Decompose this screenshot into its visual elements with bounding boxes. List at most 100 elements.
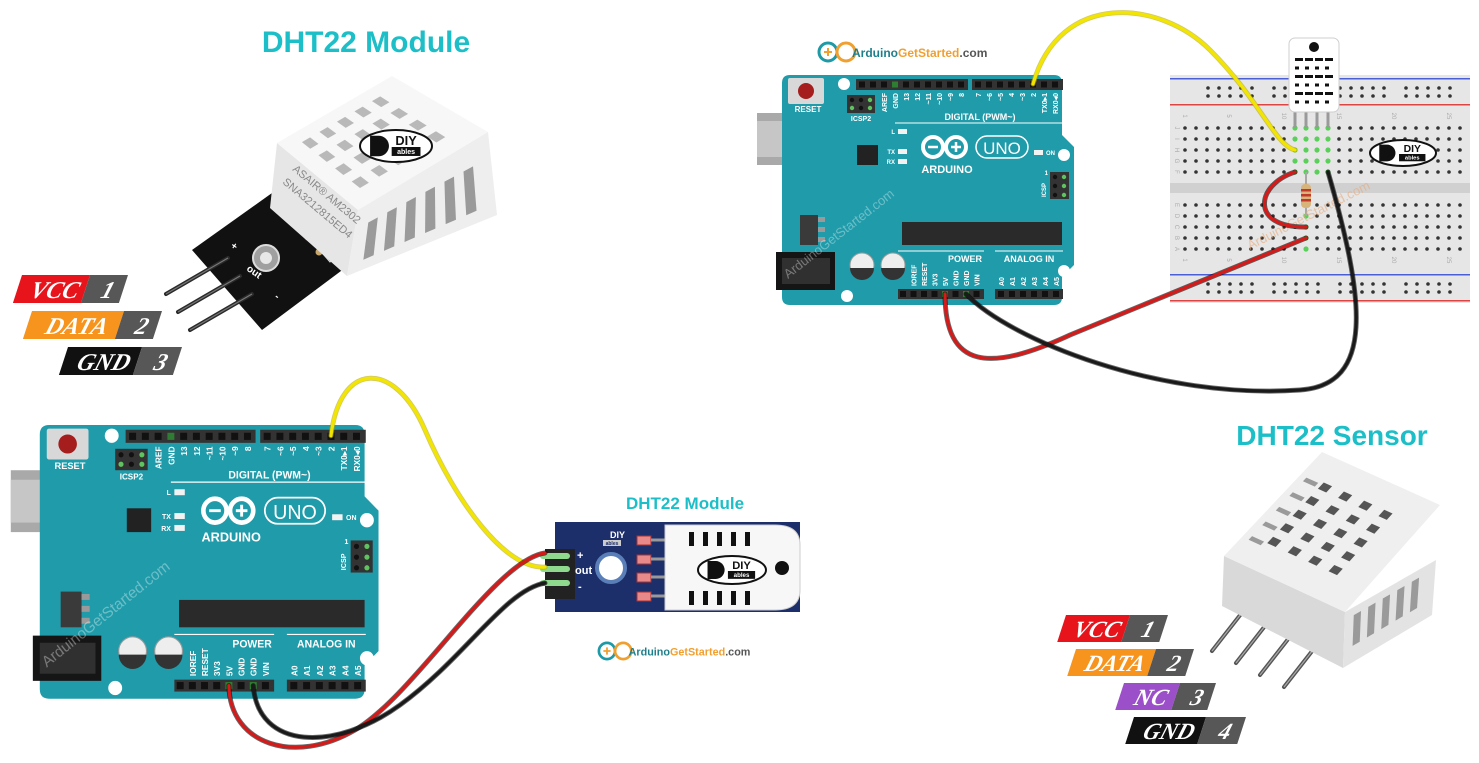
breadboard-hole[interactable] xyxy=(1370,126,1374,130)
breadboard-hole[interactable] xyxy=(1359,148,1363,152)
breadboard-hole[interactable] xyxy=(1183,126,1187,130)
rail-hole[interactable] xyxy=(1217,290,1221,294)
rail-hole[interactable] xyxy=(1217,282,1221,286)
breadboard-hole[interactable] xyxy=(1436,203,1440,207)
breadboard-hole[interactable] xyxy=(1414,236,1418,240)
breadboard-hole[interactable] xyxy=(1249,137,1253,141)
breadboard-hole[interactable] xyxy=(1315,247,1319,251)
breadboard-hole[interactable] xyxy=(1392,236,1396,240)
breadboard-hole[interactable] xyxy=(1403,170,1407,174)
breadboard-hole[interactable] xyxy=(1238,214,1242,218)
breadboard-hole[interactable] xyxy=(1303,246,1309,252)
breadboard-hole[interactable] xyxy=(1314,147,1320,153)
header-pin[interactable] xyxy=(176,682,184,690)
breadboard-hole[interactable] xyxy=(1260,126,1264,130)
breadboard-hole[interactable] xyxy=(1381,126,1385,130)
breadboard-hole[interactable] xyxy=(1216,159,1220,163)
breadboard-hole[interactable] xyxy=(1238,203,1242,207)
breadboard-hole[interactable] xyxy=(1227,247,1231,251)
breadboard-hole[interactable] xyxy=(1249,225,1253,229)
rail-hole[interactable] xyxy=(1217,86,1221,90)
breadboard-hole[interactable] xyxy=(1260,214,1264,218)
rail-hole[interactable] xyxy=(1426,290,1430,294)
breadboard-hole[interactable] xyxy=(1216,170,1220,174)
rail-hole[interactable] xyxy=(1415,282,1419,286)
breadboard-hole[interactable] xyxy=(1194,137,1198,141)
header-pin[interactable] xyxy=(315,682,323,690)
breadboard-hole[interactable] xyxy=(1249,236,1253,240)
breadboard-hole[interactable] xyxy=(1436,236,1440,240)
rail-hole[interactable] xyxy=(1437,86,1441,90)
rail-hole[interactable] xyxy=(1437,290,1441,294)
breadboard-hole[interactable] xyxy=(1326,247,1330,251)
breadboard-hole[interactable] xyxy=(1414,126,1418,130)
breadboard-hole[interactable] xyxy=(1447,236,1451,240)
breadboard-hole[interactable] xyxy=(1260,159,1264,163)
breadboard-hole[interactable] xyxy=(1370,203,1374,207)
breadboard-hole[interactable] xyxy=(1359,126,1363,130)
header-pin[interactable] xyxy=(1031,291,1037,297)
breadboard-hole[interactable] xyxy=(1348,159,1352,163)
rail-hole[interactable] xyxy=(1206,290,1210,294)
rail-hole[interactable] xyxy=(1239,290,1243,294)
breadboard-hole[interactable] xyxy=(1337,137,1341,141)
breadboard-hole[interactable] xyxy=(1194,126,1198,130)
header-pin[interactable] xyxy=(1009,291,1015,297)
breadboard-hole[interactable] xyxy=(1370,236,1374,240)
breadboard-hole[interactable] xyxy=(1370,159,1374,163)
breadboard-hole[interactable] xyxy=(1436,159,1440,163)
breadboard-hole[interactable] xyxy=(1271,203,1275,207)
breadboard-hole[interactable] xyxy=(1425,126,1429,130)
rail-hole[interactable] xyxy=(1250,86,1254,90)
rail-hole[interactable] xyxy=(1349,94,1353,98)
header-pin[interactable] xyxy=(986,81,992,88)
breadboard-hole[interactable] xyxy=(1436,148,1440,152)
rail-hole[interactable] xyxy=(1404,290,1408,294)
rail-hole[interactable] xyxy=(1360,282,1364,286)
breadboard-hole[interactable] xyxy=(1392,126,1396,130)
rail-hole[interactable] xyxy=(1316,290,1320,294)
breadboard-hole[interactable] xyxy=(1194,148,1198,152)
breadboard-hole[interactable] xyxy=(1436,214,1440,218)
header-pin[interactable] xyxy=(301,432,309,440)
breadboard-hole[interactable] xyxy=(1359,170,1363,174)
breadboard-hole[interactable] xyxy=(1315,214,1319,218)
rail-hole[interactable] xyxy=(1316,282,1320,286)
breadboard-hole[interactable] xyxy=(1282,203,1286,207)
breadboard-hole[interactable] xyxy=(1325,147,1331,153)
breadboard-hole[interactable] xyxy=(1216,214,1220,218)
breadboard-hole[interactable] xyxy=(1205,225,1209,229)
header-pin[interactable] xyxy=(910,291,917,297)
breadboard-hole[interactable] xyxy=(1414,170,1418,174)
vcc-wire-top[interactable] xyxy=(943,236,1308,361)
header-pin[interactable] xyxy=(354,682,362,690)
rail-hole[interactable] xyxy=(1404,282,1408,286)
breadboard-hole[interactable] xyxy=(1238,148,1242,152)
rail-hole[interactable] xyxy=(1283,94,1287,98)
breadboard-hole[interactable] xyxy=(1282,170,1286,174)
rail-hole[interactable] xyxy=(1228,282,1232,286)
rail-hole[interactable] xyxy=(1415,86,1419,90)
rail-hole[interactable] xyxy=(1360,94,1364,98)
header-pin[interactable] xyxy=(328,682,336,690)
breadboard-hole[interactable] xyxy=(1183,170,1187,174)
breadboard-hole[interactable] xyxy=(1227,225,1231,229)
breadboard-hole[interactable] xyxy=(1314,136,1320,142)
breadboard-hole[interactable] xyxy=(1292,136,1298,142)
breadboard-hole[interactable] xyxy=(1447,126,1451,130)
breadboard-hole[interactable] xyxy=(1216,148,1220,152)
breadboard-hole[interactable] xyxy=(1425,137,1429,141)
header-pin[interactable] xyxy=(290,682,298,690)
breadboard-hole[interactable] xyxy=(1381,137,1385,141)
breadboard-hole[interactable] xyxy=(1403,203,1407,207)
header-pin[interactable] xyxy=(998,291,1004,297)
gnd-wire-top[interactable] xyxy=(964,170,1358,393)
breadboard-hole[interactable] xyxy=(1303,136,1309,142)
header-pin[interactable] xyxy=(289,432,297,440)
breadboard-hole[interactable] xyxy=(1227,148,1231,152)
breadboard-hole[interactable] xyxy=(1414,225,1418,229)
breadboard-hole[interactable] xyxy=(1249,214,1253,218)
rail-hole[interactable] xyxy=(1448,290,1452,294)
breadboard-hole[interactable] xyxy=(1216,126,1220,130)
breadboard-hole[interactable] xyxy=(1303,147,1309,153)
